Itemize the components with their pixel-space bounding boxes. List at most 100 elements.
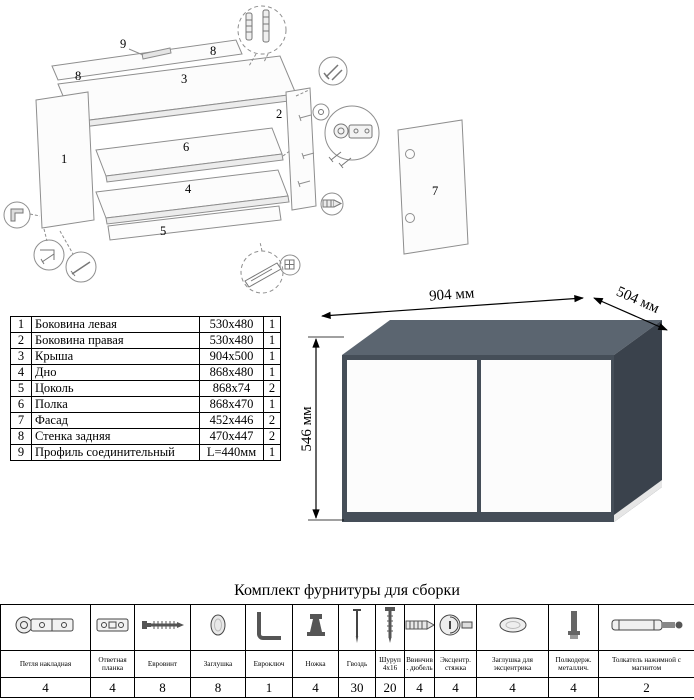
part-size: 452x446 (199, 412, 264, 429)
profile-end-icon (284, 259, 295, 270)
callout-cam-bolts (318, 56, 348, 86)
hardware-name-row: Петля накладная Ответная планка Евровинт… (0, 650, 694, 678)
hw-name: Ножка (292, 650, 339, 678)
part-size: 868x470 (199, 396, 264, 413)
part-label-5: 5 (160, 224, 166, 238)
part-num: 6 (10, 396, 32, 413)
parts-row: 1 Боковина левая 530x480 1 (10, 316, 281, 333)
hw-qty: 4 (434, 677, 477, 698)
door-hinge-hole (405, 149, 415, 159)
strike-plate-icon (96, 618, 128, 632)
part-num: 9 (10, 444, 32, 461)
hw-name: Полкодерж. металлич. (548, 650, 599, 678)
hex-key-icon (257, 612, 281, 640)
callout-profile-end (279, 254, 301, 276)
part-qty: 1 (263, 332, 281, 349)
panel-right-side (285, 87, 317, 211)
foot-icon (306, 614, 325, 636)
dowel-icon (405, 620, 434, 630)
callout-top-screws (237, 5, 287, 55)
part-label-4: 4 (185, 182, 192, 196)
part-size: 904x500 (199, 348, 264, 365)
callout-corner-screw (33, 239, 65, 271)
hw-icon-cell (476, 604, 549, 651)
corner-nail-icon (70, 261, 91, 277)
part-labels: 9 8 8 3 1 6 2 4 5 7 (61, 37, 438, 238)
hw-qty: 30 (338, 677, 376, 698)
cabinet-render: 546 мм 904 мм 504 мм (300, 284, 668, 522)
misc-screws (282, 89, 315, 188)
screw-profile-icon (245, 9, 270, 43)
part-name: Цоколь (31, 380, 200, 397)
dimension-height (308, 336, 344, 521)
hw-qty: 4 (0, 677, 91, 698)
hw-name: Ввинчив. дюбель (404, 650, 435, 678)
shelf-support-icon (567, 611, 580, 639)
part-qty: 1 (263, 348, 281, 365)
part-label-9: 9 (120, 37, 126, 51)
hw-qty: 4 (548, 677, 599, 698)
part-size: 530x480 (199, 332, 264, 349)
dimension-width (321, 294, 584, 320)
callout-hinge-small (312, 103, 330, 121)
parts-row: 8 Стенка задняя 470x447 2 (10, 428, 281, 445)
parts-row: 9 Профиль соединительный L=440мм 1 (10, 444, 281, 461)
part-name: Стенка задняя (31, 428, 200, 445)
panel-back-wall (51, 39, 243, 81)
part-name: Боковина правая (31, 332, 200, 349)
door-hinge-hole (405, 213, 415, 223)
hw-icon-cell (134, 604, 191, 651)
callouts (3, 5, 380, 294)
parts-row: 2 Боковина правая 530x480 1 (10, 332, 281, 349)
hardware-icon-row (0, 604, 694, 651)
hw-name: Эксцентр. стяжка (434, 650, 477, 678)
panel-left-side (35, 91, 95, 229)
part-size: L=440мм (199, 444, 264, 461)
hw-qty: 8 (134, 677, 191, 698)
part-qty: 2 (263, 428, 281, 445)
hw-name: Евровинт (134, 650, 191, 678)
hw-qty: 4 (90, 677, 135, 698)
cam-bolt-icon (323, 64, 343, 81)
hw-qty: 8 (190, 677, 246, 698)
callout-dowel (320, 192, 344, 216)
callout-hinge (324, 105, 380, 161)
part-label-1: 1 (61, 152, 67, 166)
part-label-7: 7 (432, 184, 438, 198)
hw-name: Петля накладная (0, 650, 91, 678)
profile-section-icon (10, 208, 24, 222)
callout-profile-section (3, 201, 31, 229)
part-label-6: 6 (183, 140, 189, 154)
hw-name: Заглушка (190, 650, 246, 678)
part-num: 2 (10, 332, 32, 349)
part-name: Боковина левая (31, 316, 200, 333)
push-latch-icon (611, 619, 682, 631)
panel-shelf-edge (105, 153, 284, 183)
cam-cap-icon (499, 617, 526, 633)
hw-icon-cell (338, 604, 376, 651)
part-num: 3 (10, 348, 32, 365)
part-name: Полка (31, 396, 200, 413)
part-name: Крыша (31, 348, 200, 365)
panel-plinth (107, 205, 282, 241)
part-num: 8 (10, 428, 32, 445)
hw-icon-cell (90, 604, 135, 651)
cabinet-right-face (614, 320, 662, 522)
hinge-icon (15, 616, 73, 634)
hw-qty: 1 (245, 677, 293, 698)
hw-icon-cell (598, 604, 694, 651)
cam-icon (439, 614, 472, 636)
hw-name: Ответная планка (90, 650, 135, 678)
euroscrew-icon (141, 621, 184, 629)
part-num: 7 (10, 412, 32, 429)
callout-corner-nail (65, 251, 97, 283)
panel-door (397, 119, 469, 255)
nail-icon (353, 609, 361, 643)
screw-icon (385, 607, 395, 643)
hardware-table: Петля накладная Ответная планка Евровинт… (0, 604, 694, 698)
part-label-2: 2 (276, 107, 282, 121)
hw-name: Евроключ (245, 650, 293, 678)
hw-icon-cell (190, 604, 246, 651)
hw-icon-cell (0, 604, 91, 651)
hardware-qty-row: 4 4 8 8 1 4 30 20 4 4 4 4 2 (0, 677, 694, 698)
